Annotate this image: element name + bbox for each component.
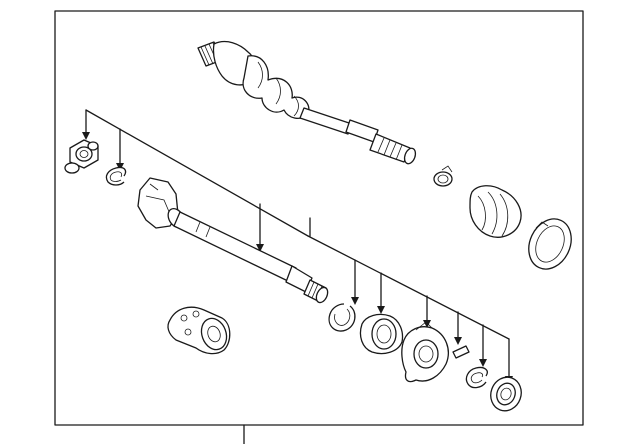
outer-axle-shaft-assembly[interactable] bbox=[197, 40, 417, 166]
retaining-ring[interactable] bbox=[328, 303, 356, 332]
diagram-border bbox=[54, 10, 584, 426]
callout-arrowheads bbox=[82, 132, 513, 384]
boot-clamp-large[interactable] bbox=[521, 212, 579, 276]
inner-axle-shaft[interactable] bbox=[137, 177, 330, 304]
callout-leaders bbox=[85, 109, 510, 379]
boot-clamp-small[interactable] bbox=[433, 165, 453, 187]
snap-ring[interactable] bbox=[105, 166, 127, 186]
bearing-bracket[interactable] bbox=[401, 321, 449, 383]
center-bearing[interactable] bbox=[359, 313, 404, 355]
dowel-pin[interactable] bbox=[452, 345, 470, 359]
inner-joint-tulip[interactable] bbox=[167, 306, 231, 355]
tripod-joint[interactable] bbox=[64, 139, 99, 174]
dust-seal[interactable] bbox=[486, 373, 526, 415]
small-snap-ring[interactable] bbox=[465, 366, 488, 389]
outer-cv-boot[interactable] bbox=[469, 185, 522, 238]
